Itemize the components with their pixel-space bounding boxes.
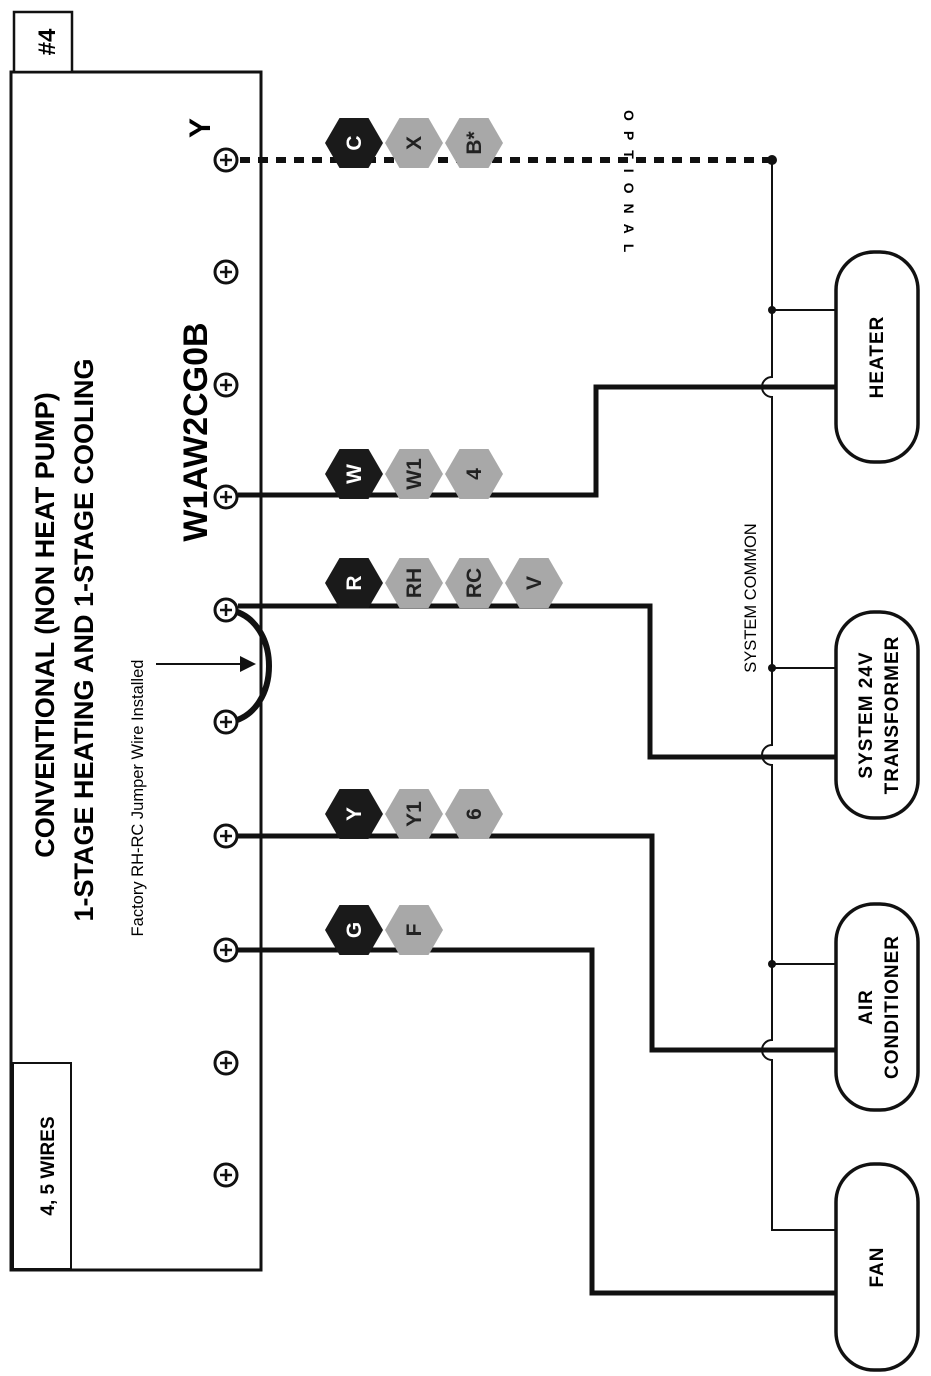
hex-y: Y <box>325 789 383 839</box>
hex-rh: RH <box>385 558 443 608</box>
device-fan: FAN <box>834 1162 920 1372</box>
heater-label: HEATER <box>867 316 888 399</box>
hex-x-label: X <box>403 136 426 150</box>
jumper-arrow-head <box>240 656 256 672</box>
ac-label-2: CONDITIONER <box>882 935 903 1079</box>
hex-group-g: G F <box>325 905 443 955</box>
hex-rc-label: RC <box>463 568 486 598</box>
hex-rc: RC <box>445 558 503 608</box>
screw-terminals <box>213 147 239 1188</box>
jumper-wire <box>229 607 272 725</box>
hex-g-label: G <box>343 922 366 938</box>
optional-label: OPTIONAL <box>621 110 637 262</box>
hex-b: B* <box>445 118 503 168</box>
hex-f: F <box>385 905 443 955</box>
screw-10 <box>213 1162 239 1188</box>
common-dot-ac <box>768 960 776 968</box>
hex-x: X <box>385 118 443 168</box>
wires-box <box>12 1062 72 1270</box>
hex-w1: W1 <box>385 449 443 499</box>
hex-v: V <box>505 558 563 608</box>
screw-6 <box>213 709 239 735</box>
title-line-1: CONVENTIONAL (NON HEAT PUMP) <box>30 392 60 858</box>
model-number: W1AW2CG0B <box>177 322 215 541</box>
y-wire <box>238 833 838 1053</box>
device-heater: HEATER <box>834 250 920 464</box>
device-air-conditioner: AIR CONDITIONER <box>834 902 920 1112</box>
terminal-y-label: Y <box>184 118 217 138</box>
thermostat-panel <box>9 70 263 1272</box>
screw-4 <box>213 484 239 510</box>
wires-label: 4, 5 WIRES <box>38 1116 59 1215</box>
fan-label: FAN <box>867 1247 888 1288</box>
screw-9 <box>213 1050 239 1076</box>
screw-5 <box>213 597 239 623</box>
hex-r-label: R <box>343 575 366 590</box>
system-common-line <box>761 160 838 1231</box>
device-transformer: SYSTEM 24V TRANSFORMER <box>834 610 920 820</box>
hex-group-c: C X B* <box>325 118 503 168</box>
hex-c: C <box>325 118 383 168</box>
hex-group-w: W W1 4 <box>325 449 503 499</box>
hex-6-label: 6 <box>463 808 486 820</box>
screw-7 <box>213 823 239 849</box>
jumper-note: Factory RH-RC Jumper Wire Installed <box>129 660 147 937</box>
screw-2 <box>213 259 239 285</box>
hex-c-label: C <box>343 135 366 150</box>
hex-group-y: Y Y1 6 <box>325 789 503 839</box>
hex-b-label: B* <box>463 131 486 155</box>
hex-4: 4 <box>445 449 503 499</box>
screw-3 <box>213 372 239 398</box>
screw-1 <box>213 147 239 173</box>
common-dot-heater <box>768 306 776 314</box>
diagram-number-box <box>12 10 74 74</box>
transformer-label-1: SYSTEM 24V <box>856 651 877 778</box>
hex-6: 6 <box>445 789 503 839</box>
title-line-2: 1-STAGE HEATING AND 1-STAGE COOLING <box>69 358 99 921</box>
hex-y1-label: Y1 <box>403 801 426 827</box>
hex-v-label: V <box>523 576 546 590</box>
hex-group-r: R RH RC V <box>325 558 563 608</box>
hex-y1: Y1 <box>385 789 443 839</box>
ac-label-1: AIR <box>856 989 877 1025</box>
hex-w-label: W <box>343 464 366 484</box>
transformer-label-2: TRANSFORMER <box>882 636 903 795</box>
hex-y-label: Y <box>343 807 366 821</box>
hex-rh-label: RH <box>403 568 426 598</box>
hex-w: W <box>325 449 383 499</box>
hex-r: R <box>325 558 383 608</box>
diagram-number: #4 <box>34 28 61 55</box>
g-wire <box>238 947 838 1296</box>
system-common-label: SYSTEM COMMON <box>742 523 760 672</box>
hex-4-label: 4 <box>463 468 486 480</box>
hex-w1-label: W1 <box>403 458 426 490</box>
hex-f-label: F <box>403 923 426 936</box>
hex-g: G <box>325 905 383 955</box>
common-dot-transformer <box>768 664 776 672</box>
screw-8 <box>213 937 239 963</box>
r-wire <box>238 603 838 760</box>
control-wires <box>238 384 838 1296</box>
